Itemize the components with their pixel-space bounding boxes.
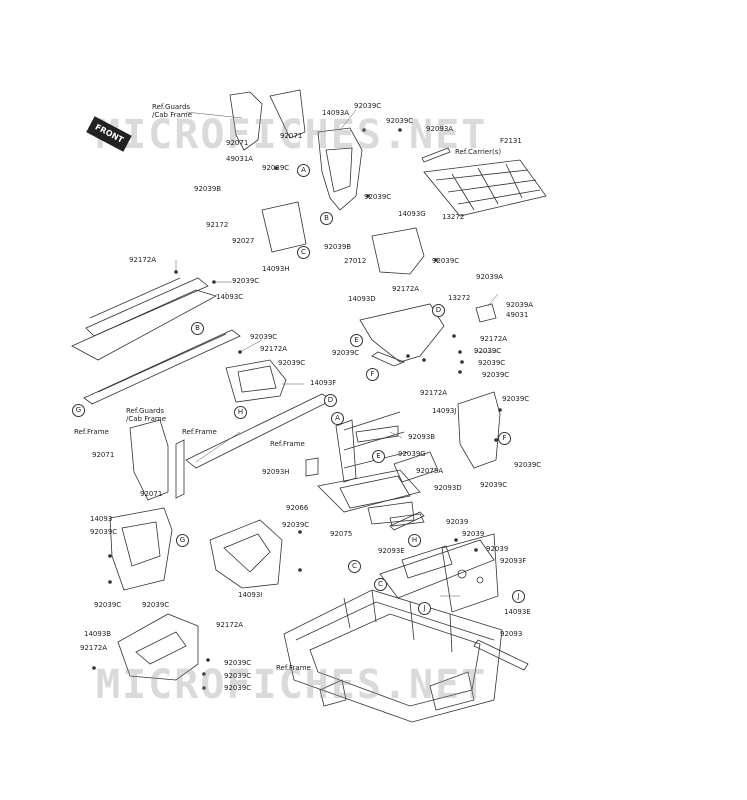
part-label: 49031 (506, 311, 529, 319)
watermark-top: MICROFICHES.NET (96, 112, 488, 158)
part-label: 92039C (478, 359, 506, 367)
part-label: 92039C (364, 193, 392, 201)
part-label: 92039 (462, 530, 485, 538)
part-label: 92039C (474, 347, 502, 355)
part-label: 92039C (94, 601, 122, 609)
callout-f: F (366, 368, 379, 381)
part-label: 92039C (250, 333, 278, 341)
callout-g: G (176, 534, 189, 547)
part-label: 14093J (432, 407, 457, 415)
part-label: 92172A (260, 345, 288, 353)
callout-g: G (72, 404, 85, 417)
part-label: 14093 (90, 515, 113, 523)
part-label: 92039C (502, 395, 530, 403)
ref-frame-left: Ref.Frame (74, 428, 109, 436)
part-label: 92039C (514, 461, 542, 469)
callout-c: C (374, 578, 387, 591)
part-label: 14093B (84, 630, 112, 638)
part-label: 92172A (216, 621, 244, 629)
part-label: 92039C (482, 371, 510, 379)
callout-c: C (348, 560, 361, 573)
part-label: 92039 (446, 518, 469, 526)
part-label: 92093B (408, 433, 436, 441)
part-label: 92039C (432, 257, 460, 265)
part-label: 92039 (486, 545, 509, 553)
part-label: 92039A (506, 301, 534, 309)
part-label: 92071 (226, 139, 249, 147)
ref-frame-bottom: Ref.Frame (276, 664, 311, 672)
part-label: 92093 (500, 630, 523, 638)
callout-c: C (297, 246, 310, 259)
callout-j: J (418, 602, 431, 615)
part-label: 92039C (142, 601, 170, 609)
part-label: 92039B (194, 185, 222, 193)
part-label: 14093I (238, 591, 263, 599)
callout-b: B (320, 212, 333, 225)
part-label: 92039C (90, 528, 118, 536)
part-label: 92172A (392, 285, 420, 293)
part-label: F2131 (500, 137, 522, 145)
part-label: 92172 (206, 221, 229, 229)
part-label: 14093D (348, 295, 376, 303)
part-label: 92039C (332, 349, 360, 357)
part-label: 92172A (80, 644, 108, 652)
callout-e: E (350, 334, 363, 347)
part-label: 92039C (278, 359, 306, 367)
part-label: 92071 (140, 490, 163, 498)
part-label: 92039C (480, 481, 508, 489)
part-label: 92075A (416, 467, 444, 475)
part-label: 92039C (354, 102, 382, 110)
watermark-bottom: MICROFICHES.NET (96, 662, 488, 708)
part-label: 92039C (232, 277, 260, 285)
callout-d: D (324, 394, 337, 407)
part-label: 92093E (378, 547, 405, 555)
part-label: 92093H (262, 468, 290, 476)
part-label: 14093H (262, 265, 290, 273)
part-label: 14093C (216, 293, 244, 301)
part-label: 92172A (480, 335, 508, 343)
ref-frame-mid: Ref.Frame (182, 428, 217, 436)
part-label: 92093D (434, 484, 462, 492)
callout-e: E (372, 450, 385, 463)
part-label: 92027 (232, 237, 255, 245)
part-label: 92039C (224, 684, 252, 692)
part-label: 49031A (226, 155, 254, 163)
part-label: 14093G (398, 210, 426, 218)
part-label: 92039C (282, 521, 310, 529)
ref-guards-cab-frame-top: Ref.Guards /Cab Frame (152, 103, 193, 120)
callout-a: A (331, 412, 344, 425)
ref-frame-inner: Ref.Frame (270, 440, 305, 448)
part-label: 92071 (92, 451, 115, 459)
callout-h: H (234, 406, 247, 419)
part-label: 92039A (476, 273, 504, 281)
part-label: 92039C (224, 659, 252, 667)
ref-carrier: Ref.Carrier(s) (455, 148, 502, 156)
part-label: 14093E (504, 608, 531, 616)
part-label: 92172A (129, 256, 157, 264)
part-label: 92066 (286, 504, 309, 512)
callout-d: D (432, 304, 445, 317)
part-label: 13272 (448, 294, 471, 302)
part-label: 14093F (310, 379, 337, 387)
part-label: 92039B (324, 243, 352, 251)
part-label: 92039C (386, 117, 414, 125)
part-label: 92093A (426, 125, 454, 133)
ref-guards-cab-frame-mid: Ref.Guards /Cab Frame (126, 407, 167, 424)
part-label: 92039C (224, 672, 252, 680)
callout-b: B (191, 322, 204, 335)
part-label: 92071 (280, 132, 303, 140)
part-label: 13272 (442, 213, 465, 221)
part-label: 92172A (420, 389, 448, 397)
callout-a: A (297, 164, 310, 177)
part-label: 14093A (322, 109, 350, 117)
part-label: 92093F (500, 557, 527, 565)
part-label: 92039C (262, 164, 290, 172)
callout-j: J (512, 590, 525, 603)
part-label: 92075 (330, 530, 353, 538)
part-label: 27012 (344, 257, 367, 265)
callout-f: F (498, 432, 511, 445)
callout-h: H (408, 534, 421, 547)
part-label: 92039G (398, 450, 426, 458)
